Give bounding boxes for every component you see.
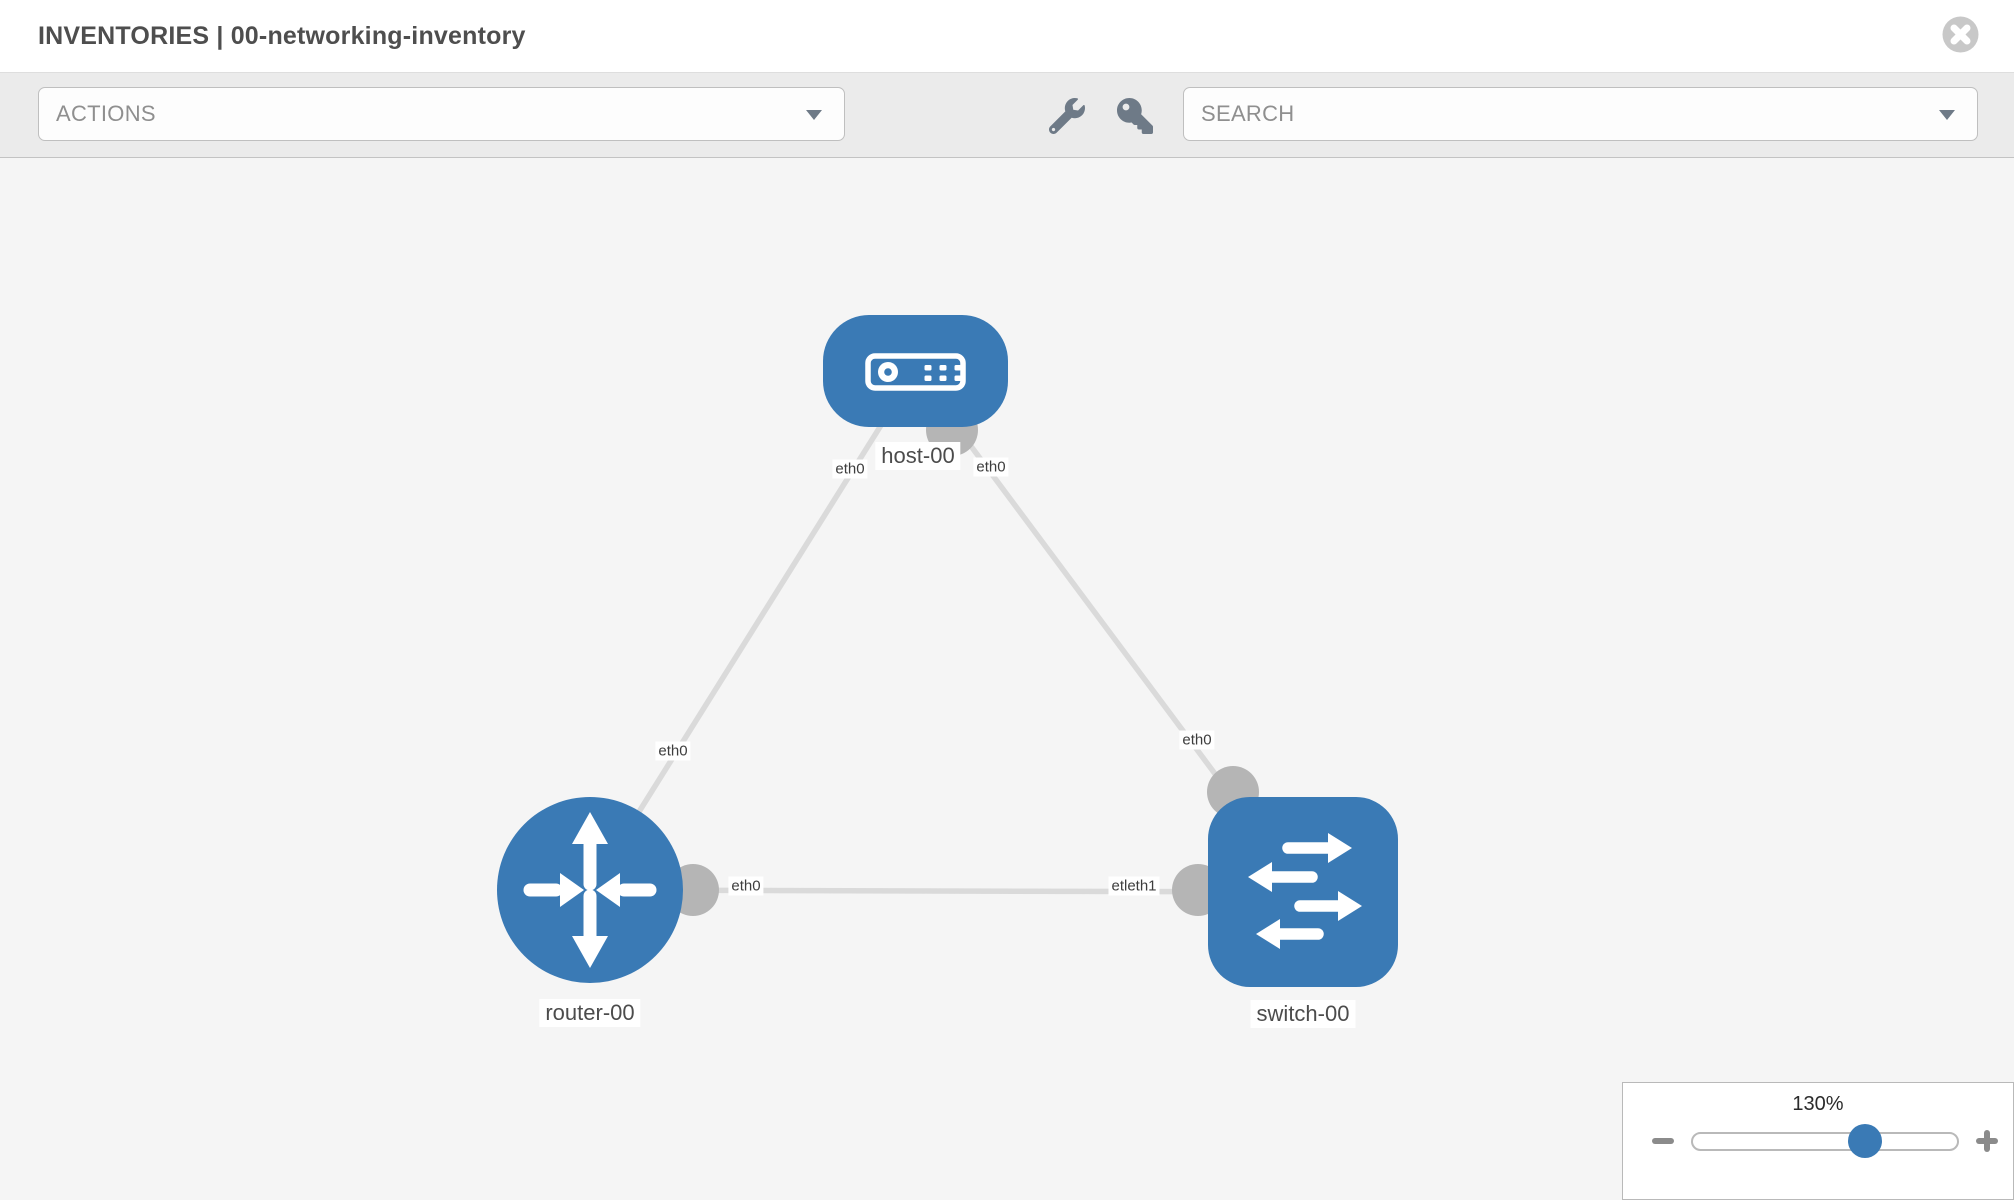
node-host-00[interactable]	[823, 315, 1008, 427]
chevron-down-icon	[806, 110, 822, 120]
port-label: eth0	[728, 876, 764, 896]
header: INVENTORIES | 00-networking-inventory	[0, 0, 2014, 72]
port-label: eth0	[832, 459, 868, 479]
link-router-host[interactable]	[587, 369, 918, 892]
key-button[interactable]	[1115, 97, 1155, 137]
topology-canvas[interactable]: eth0 eth0 eth0 eth0 eth0 etleth1 host-00…	[0, 158, 2014, 1200]
page-title: INVENTORIES | 00-networking-inventory	[38, 22, 526, 50]
zoom-out-button[interactable]	[1651, 1129, 1675, 1153]
router-icon	[523, 812, 657, 968]
switch-icon	[1248, 833, 1362, 949]
key-icon	[1117, 97, 1153, 134]
port-label: eth0	[1179, 730, 1215, 750]
wrench-icon	[1048, 97, 1085, 134]
zoom-panel: 130%	[1622, 1082, 2014, 1200]
search-placeholder: SEARCH	[1201, 101, 1295, 126]
port-label: eth0	[655, 741, 691, 761]
node-label-router-00[interactable]: router-00	[539, 999, 641, 1027]
tools-button[interactable]	[1047, 97, 1087, 137]
plus-icon	[1984, 1130, 1990, 1152]
zoom-level: 130%	[1792, 1093, 1844, 1115]
search-dropdown[interactable]: SEARCH	[1183, 87, 1978, 141]
zoom-in-button[interactable]	[1975, 1129, 1999, 1153]
port-label: etleth1	[1108, 876, 1160, 896]
node-label-host-00[interactable]: host-00	[875, 442, 961, 470]
chevron-down-icon	[1939, 110, 1955, 120]
close-button[interactable]	[1942, 16, 1979, 53]
zoom-slider[interactable]	[1691, 1124, 1959, 1158]
node-router-00[interactable]	[497, 797, 683, 983]
close-icon	[1942, 16, 1979, 53]
actions-dropdown-label: ACTIONS	[56, 101, 156, 126]
node-switch-00[interactable]	[1208, 797, 1398, 987]
zoom-slider-handle[interactable]	[1848, 1124, 1882, 1158]
node-label-switch-00[interactable]: switch-00	[1250, 1000, 1356, 1028]
port-label: eth0	[973, 457, 1009, 477]
toolbar: ACTIONS SEARCH	[0, 72, 2014, 158]
minus-icon	[1652, 1138, 1674, 1144]
host-icon	[865, 353, 966, 391]
actions-dropdown[interactable]: ACTIONS	[38, 87, 845, 141]
